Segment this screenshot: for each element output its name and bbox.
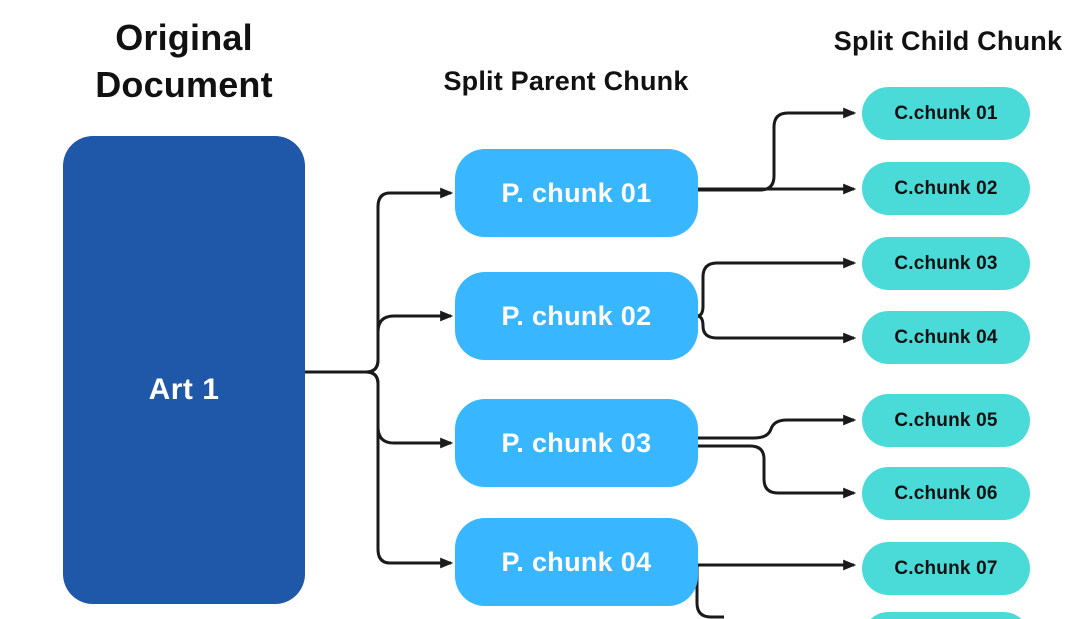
node-original-document-label: Art 1: [148, 373, 220, 406]
edge-parent1-to-child1: [697, 107, 857, 192]
edge-parent3-to-child5: [697, 414, 857, 440]
node-original-document: Art 1: [63, 136, 305, 604]
node-parent-chunk-04: P. chunk 04: [455, 518, 698, 606]
edge-parent2-to-child3: [696, 257, 857, 318]
node-child-chunk-partial: [862, 612, 1030, 619]
edge-parent3-to-child6: [697, 444, 857, 499]
column-title-original-document: Original Document: [95, 17, 273, 105]
edge-parent4-to-cropped-child: [695, 565, 724, 619]
edge-art1-to-parent-4: [303, 370, 454, 569]
column-title-split-parent-chunk: Split Parent Chunk: [443, 66, 689, 96]
node-child-chunk-04: C.chunk 04: [862, 311, 1030, 364]
node-child-chunk-01: C.chunk 01: [862, 87, 1030, 140]
node-child-chunk-07: C.chunk 07: [862, 542, 1030, 595]
node-child-chunk-02: C.chunk 02: [862, 162, 1030, 215]
column-title-split-child-chunk: Split Child Chunk: [833, 26, 1063, 56]
node-parent-chunk-01: P. chunk 01: [455, 149, 698, 237]
edge-parent2-to-child4: [696, 314, 857, 344]
node-parent-chunk-03: P. chunk 03: [455, 399, 698, 487]
node-child-chunk-06: C.chunk 06: [862, 467, 1030, 520]
node-child-chunk-03: C.chunk 03: [862, 237, 1030, 290]
node-parent-chunk-02: P. chunk 02: [455, 272, 698, 360]
node-child-chunk-05: C.chunk 05: [862, 394, 1030, 447]
